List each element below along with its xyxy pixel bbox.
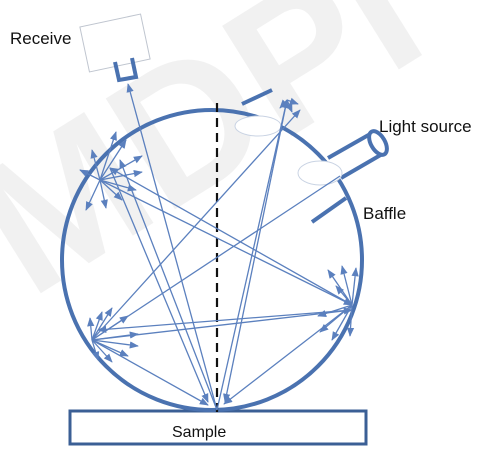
ray-fan-upper-left-0 [85, 179, 101, 211]
baffle-label: Baffle [363, 204, 407, 223]
ray-fan-right-4 [317, 304, 353, 317]
ray-fan-right-7 [346, 304, 355, 337]
ray-to-upper-left [119, 159, 218, 411]
ray-fan-lower-left-7 [91, 339, 113, 363]
ray-light-to-lower-left [91, 175, 341, 341]
watermark-text: MDPI [0, 0, 455, 335]
ray-fan-top-1 [279, 99, 289, 109]
light-source-label: Light source [379, 117, 472, 136]
light-port-opening [297, 160, 343, 186]
sample-block [68, 409, 368, 446]
ray-fan-right-3 [335, 285, 353, 306]
ray-fan-upper-left-2 [99, 179, 123, 201]
ray-fan-lower-left-3 [91, 315, 129, 341]
ray-upper-left-to-sample [109, 167, 209, 403]
ray-fan-right-5 [319, 304, 353, 333]
ray-fan-upper-left-3 [99, 179, 137, 192]
sample-label: Sample [172, 424, 227, 441]
integrating-sphere [60, 108, 364, 412]
top-port-opening [234, 115, 282, 137]
baffle [310, 196, 348, 224]
ray-fan-lower-left-1 [91, 311, 103, 341]
ray-fan-top-2 [285, 99, 293, 113]
ray-fan-upper-left-8 [90, 149, 101, 181]
ray-fan-upper-left-4 [99, 169, 143, 181]
ray-right-to-lower-left [97, 309, 353, 333]
ray-fan-top-0 [286, 97, 299, 105]
ray-fan-lower-left-4 [91, 331, 139, 341]
ray-fan-right-6 [331, 304, 353, 341]
ray-fan-right-2 [351, 267, 359, 306]
ray-fan-upper-left-6 [99, 139, 127, 181]
ray-to-receiver [126, 83, 218, 411]
receive-label: Receive [10, 29, 72, 48]
ray-fan-upper-left-5 [99, 155, 143, 181]
ray-fan-lower-left-2 [91, 307, 113, 341]
ray-upper-left-to-right [99, 179, 353, 306]
ray-right-to-sample [223, 304, 353, 405]
top-port-flap [241, 88, 273, 106]
light-rays [79, 83, 359, 411]
ray-fan-upper-left-7 [99, 131, 117, 181]
ray-fan-lower-left-8 [91, 339, 100, 361]
ray-lower-left-to-top [91, 109, 301, 341]
watermark: MDPI [0, 0, 455, 335]
ray-fan-upper-left-1 [99, 179, 108, 209]
receiver-port [113, 57, 139, 83]
ray-fan-lower-left-6 [91, 339, 129, 357]
ray-fan-lower-left-5 [91, 339, 139, 349]
ray-fan-right-1 [340, 265, 353, 306]
ray-right-to-upper-left [109, 167, 353, 306]
receiver-box [79, 13, 151, 73]
ray-lower-left-to-sample [91, 339, 209, 406]
light-source-tube [327, 129, 389, 180]
ray-top-to-sample [223, 99, 288, 403]
ray-fan-upper-left-9 [79, 169, 101, 181]
ray-fan-lower-left-0 [87, 317, 95, 341]
